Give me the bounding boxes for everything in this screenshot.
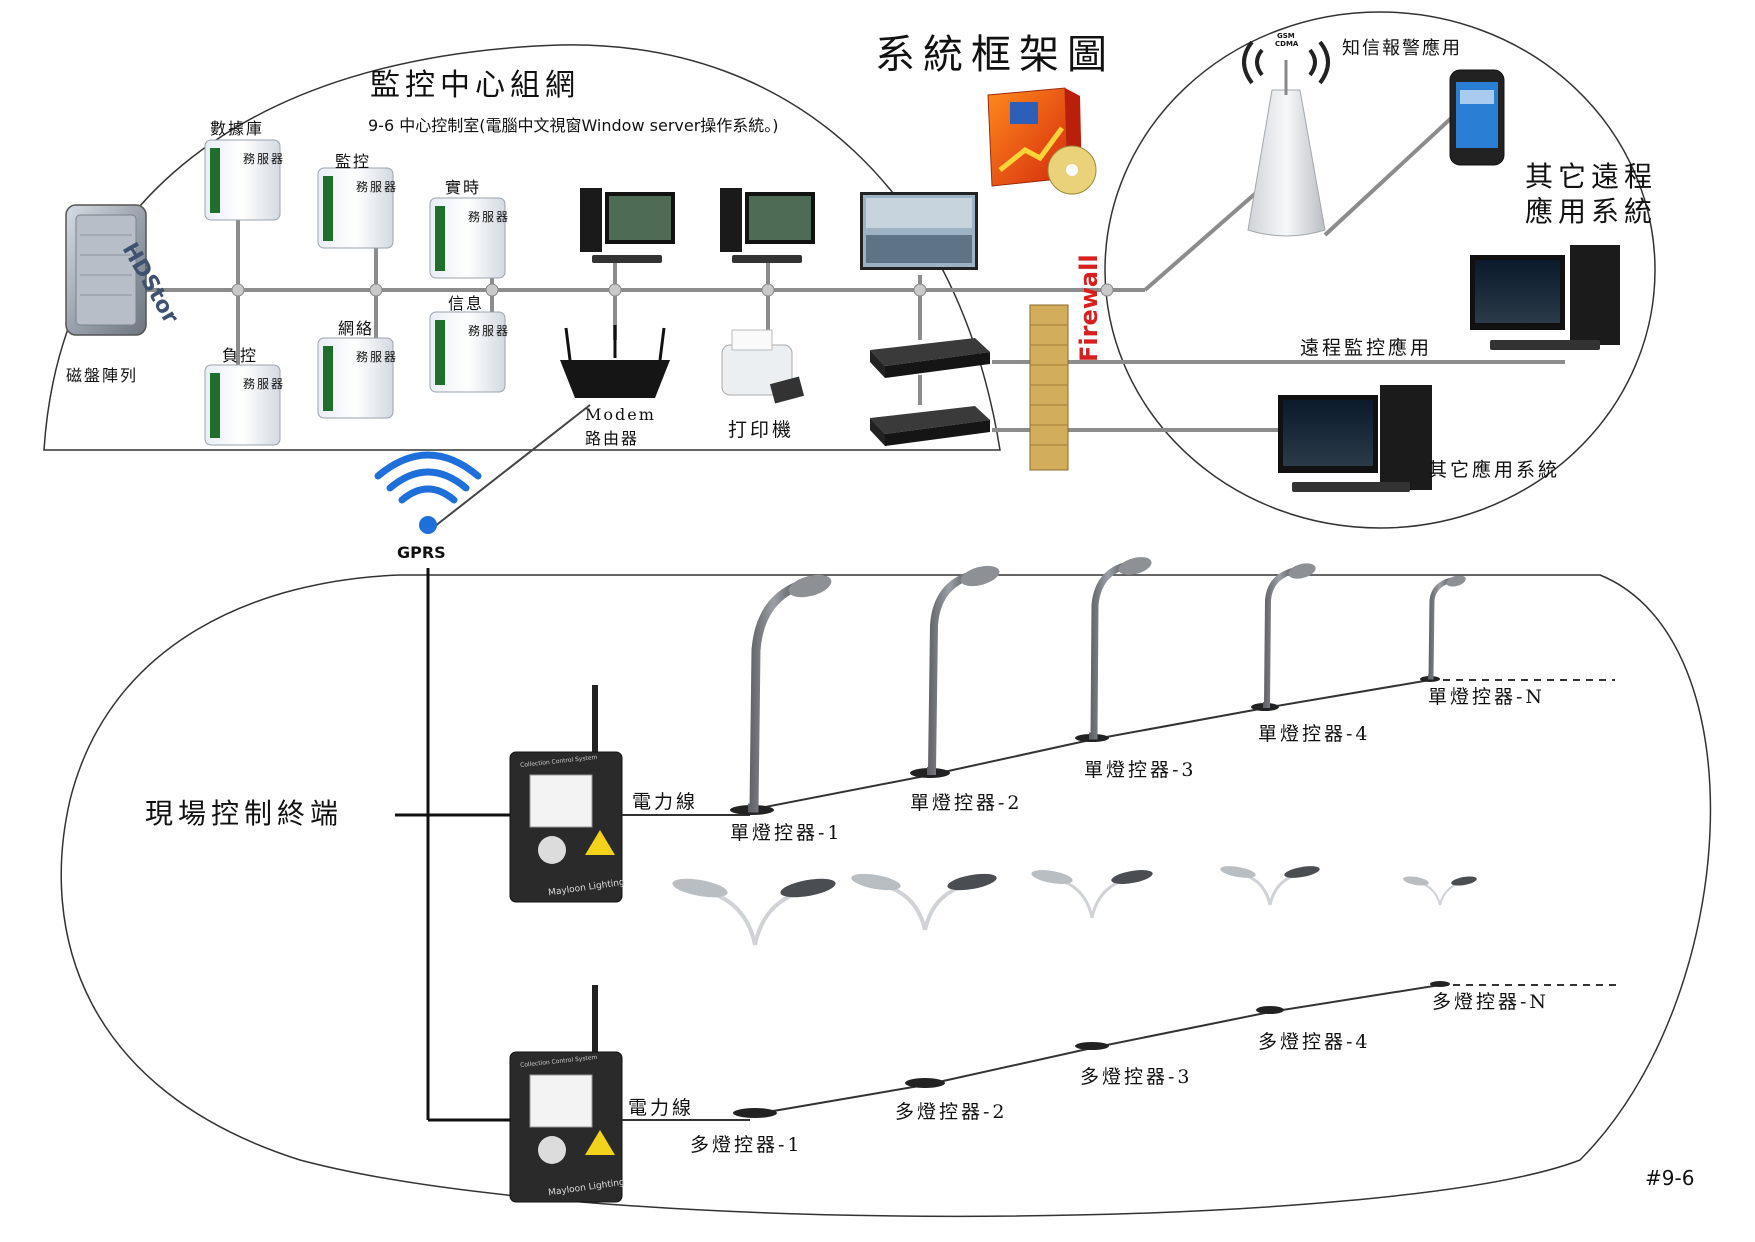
mobile-phone-icon [1449, 69, 1505, 166]
multi-lamp-1-icon [672, 878, 836, 1118]
server-realtime-name: 實時 [445, 178, 482, 197]
gprs-wifi-icon [374, 451, 482, 504]
single-lamp-1-icon [730, 574, 832, 815]
gprs-link [429, 404, 591, 531]
terminal-power-lines [622, 814, 750, 1121]
multi-lamp-n-icon [1403, 876, 1477, 987]
diagram-title: 系統框架圖 [875, 32, 1115, 78]
single-lamp-2-icon [910, 565, 1000, 778]
modem-label: Modem [585, 405, 656, 424]
control-room-photo [860, 192, 978, 270]
server-info-icon [429, 311, 506, 393]
single-lamp-3-icon [1075, 557, 1152, 742]
server-info-label: 務服器 [468, 324, 511, 338]
sms-alarm-label: 知信報警應用 [1342, 38, 1462, 59]
multi-lamp-2-icon [851, 873, 997, 1088]
multi-controller-1: 多燈控器-1 [690, 1134, 803, 1156]
monitor-center-subtitle: 9-6 中心控制室(電腦中文視窗Window server操作系統。) [368, 116, 779, 135]
single-lamp-n-icon [1420, 575, 1466, 682]
router-label: 路由器 [585, 429, 640, 448]
server-realtime-icon [429, 197, 506, 279]
field-bus [395, 568, 510, 1122]
server-icons [204, 139, 506, 446]
firewall-label: Firewall [1075, 254, 1103, 362]
modem-router-icon [560, 325, 670, 398]
firewall-icon: Firewall [1029, 254, 1103, 471]
multi-controller-2: 多燈控器-2 [895, 1101, 1008, 1123]
server-info-name: 信息 [448, 294, 485, 313]
tower-badge-cdma: CDMA [1275, 40, 1299, 48]
single-controller-n: 單燈控器-N [1428, 686, 1546, 708]
server-database-icon [204, 139, 281, 221]
remote-monitor-pc-icon [1470, 245, 1620, 350]
other-app-label: 其它應用系統 [1428, 459, 1561, 481]
field-terminal-title: 現場控制終端 [145, 797, 344, 830]
software-box-icon [987, 87, 1097, 195]
workstation-1-icon [580, 188, 675, 263]
field-terminal-boundary [60, 574, 1712, 1218]
single-controller-2: 單燈控器-2 [910, 792, 1023, 814]
server-database-label: 務服器 [243, 152, 286, 166]
gprs-label: GPRS [397, 543, 446, 562]
power-line-label-1: 電力線 [632, 791, 699, 813]
server-monitor-label: 務服器 [356, 180, 399, 194]
monitor-center-title: 監控中心組網 [370, 68, 580, 103]
multi-controller-4: 多燈控器-4 [1258, 1031, 1371, 1053]
tower-badge-gsm: GSM [1277, 32, 1295, 40]
gprs-dot-icon [419, 516, 437, 534]
server-load-control-icon [204, 364, 281, 446]
disk-array-icon: HDStor [65, 204, 183, 336]
multi-controller-n: 多燈控器-N [1432, 991, 1550, 1013]
server-realtime-label: 務服器 [468, 210, 511, 224]
power-line-label-2: 電力線 [628, 1097, 695, 1119]
page-code: #9-6 [1645, 1166, 1695, 1190]
multi-lamp-3-icon [1031, 870, 1153, 1050]
monitor-center-boundary [43, 44, 1001, 451]
single-controller-3: 單燈控器-3 [1084, 759, 1197, 781]
single-controller-4: 單燈控器-4 [1258, 723, 1371, 745]
disk-array-label: 磁盤陣列 [66, 366, 139, 385]
field-terminal-1-icon [509, 685, 623, 903]
server-network-icon [317, 337, 394, 419]
single-lamp-4-icon [1251, 563, 1316, 711]
switch-2-icon [870, 406, 990, 446]
multi-controller-3: 多燈控器-3 [1080, 1066, 1193, 1088]
server-network-label: 務服器 [356, 350, 399, 364]
workstation-2-icon [720, 188, 815, 263]
server-database-name: 數據庫 [210, 119, 265, 138]
server-monitor-icon [317, 167, 394, 249]
backbone-joints [231, 283, 1114, 297]
multi-lamp-4-icon [1220, 866, 1320, 1014]
other-remote-line-1: 其它遠程 [1525, 160, 1658, 193]
remote-monitor-label: 遠程監控應用 [1300, 337, 1433, 359]
other-remote-line-2: 應用系統 [1525, 195, 1658, 228]
cell-tower-icon [1242, 40, 1330, 237]
remote-apps-boundary [1104, 11, 1656, 529]
server-network-name: 網絡 [338, 319, 375, 338]
server-load-control-name: 負控 [222, 346, 259, 365]
field-terminal-2-icon [509, 985, 623, 1203]
switch-1-icon [870, 338, 990, 378]
server-load-control-label: 務服器 [243, 377, 286, 391]
other-app-pc-icon [1278, 385, 1432, 492]
single-controller-1: 單燈控器-1 [730, 822, 843, 844]
printer-icon [721, 329, 805, 404]
printer-label: 打印機 [728, 419, 795, 441]
server-monitor-name: 監控 [335, 152, 372, 171]
